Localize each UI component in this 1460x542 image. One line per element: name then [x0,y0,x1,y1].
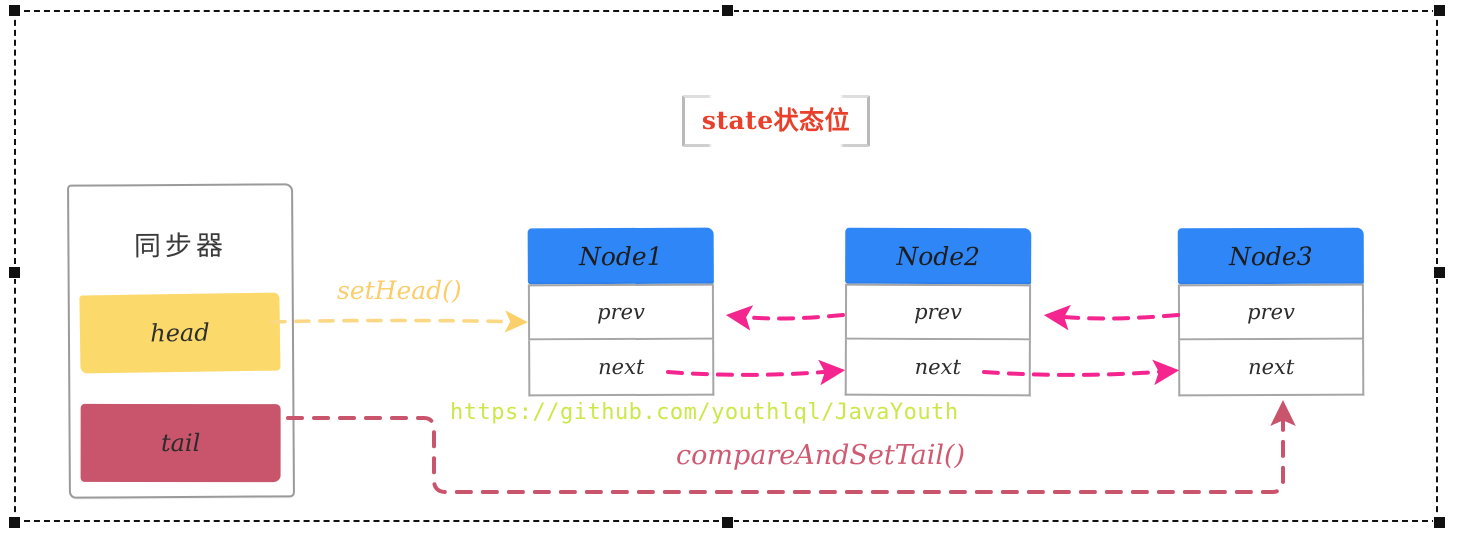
selection-handle-bottom-left[interactable] [8,516,21,529]
selection-handle-top-left[interactable] [8,4,21,17]
link-node3-prev-to-node2 [1043,304,1180,331]
link-node2-next-to-node3 [982,359,1180,386]
link-tail-to-node3 [286,400,1296,494]
selection-handle-middle-right[interactable] [1433,266,1446,279]
watermark-url: https://github.com/youthlql/JavaYouth [450,400,959,425]
selection-handle-bottom-center[interactable] [721,516,734,529]
link-node1-next-to-node2 [666,359,846,386]
link-node2-prev-to-node1 [725,305,845,331]
link-head-to-node1 [270,310,528,333]
selection-handle-top-center[interactable] [721,4,734,17]
annotation-set-head: setHead() [337,276,462,305]
selection-handle-top-right[interactable] [1433,4,1446,17]
selection-handle-bottom-right[interactable] [1433,516,1446,529]
state-label-text: state状态位 [701,106,851,135]
state-label-group: state状态位 [682,95,870,147]
annotation-compare-and-set-tail: compareAndSetTail() [676,440,966,471]
state-bracket-frame [682,95,870,147]
selection-handle-middle-left[interactable] [8,266,21,279]
